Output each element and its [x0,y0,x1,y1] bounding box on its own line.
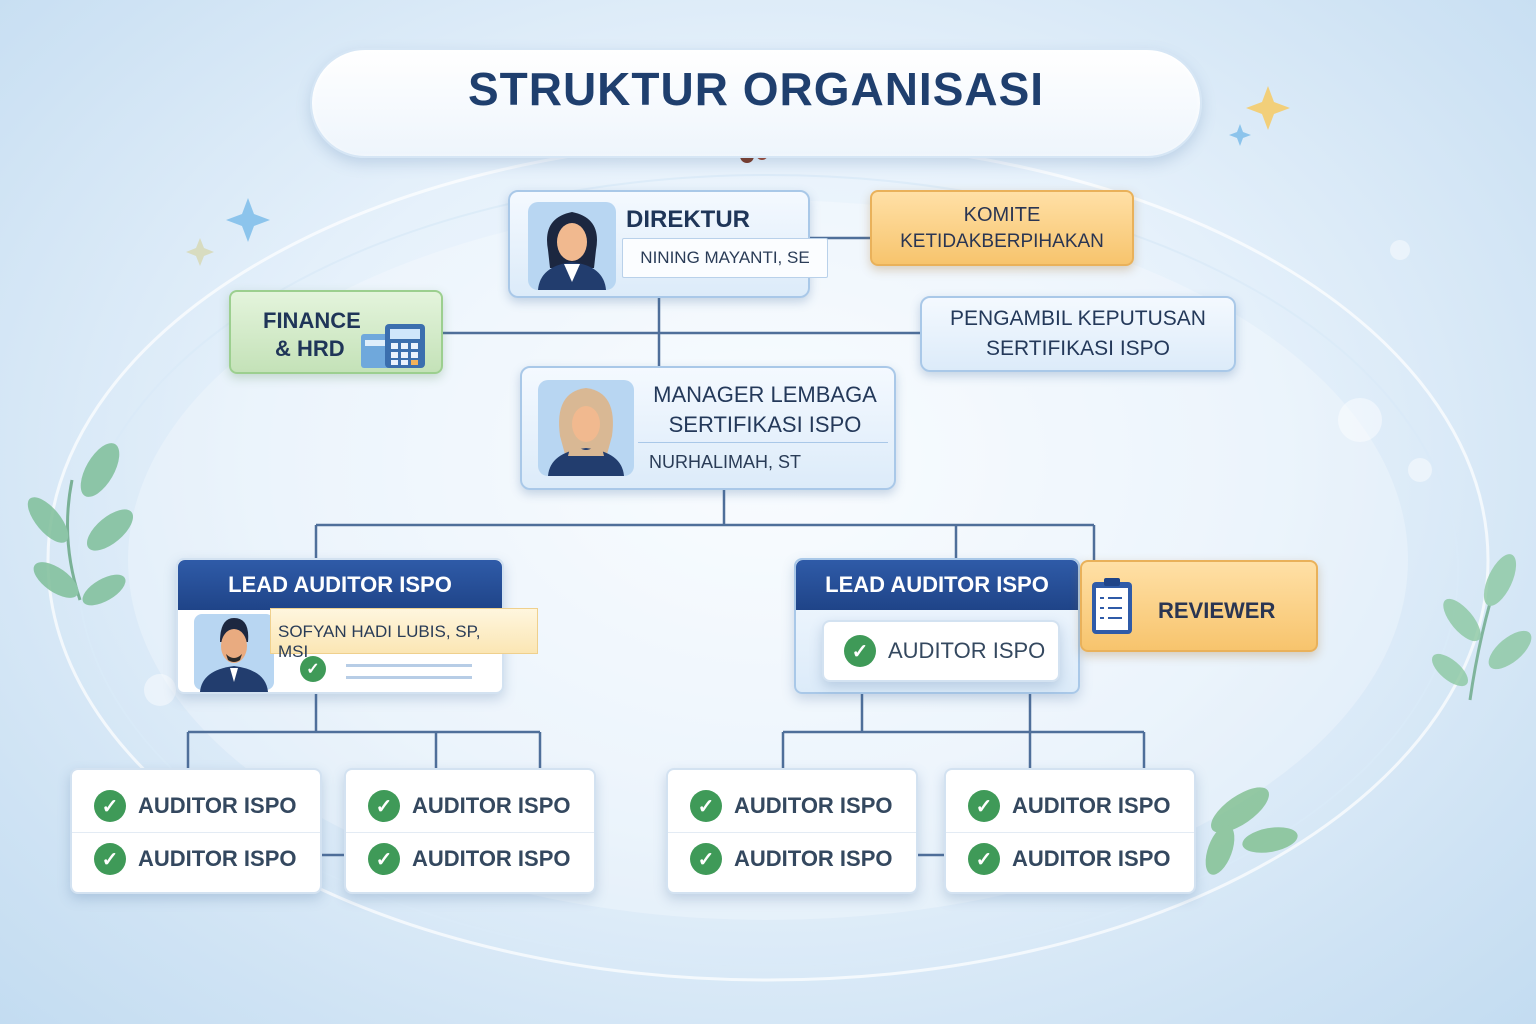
auditor-label: AUDITOR ISPO [412,846,571,871]
pengambil-keputusan-card: PENGAMBIL KEPUTUSAN SERTIFIKASI ISPO [920,296,1236,372]
manager-card: MANAGER LEMBAGA SERTIFIKASI ISPO NURHALI… [520,366,896,490]
list-item: ✓ AUDITOR ISPO [72,832,320,885]
check-icon: ✓ [690,790,722,822]
check-icon: ✓ [968,843,1000,875]
auditor-group-2: ✓ AUDITOR ISPO ✓ AUDITOR ISPO [344,768,596,894]
lead-auditor-right-card: LEAD AUDITOR ISPO ✓ AUDITOR ISPO [794,558,1080,694]
person-avatar-icon [538,380,634,476]
check-icon: ✓ [94,790,126,822]
komite-line1: KOMITE [963,203,1041,226]
check-icon: ✓ [368,790,400,822]
auditor-label: AUDITOR ISPO [734,846,893,871]
auditor-label: AUDITOR ISPO [412,793,571,818]
pengambil-line2: SERTIFIKASI ISPO [986,337,1170,360]
auditor-group-3: ✓ AUDITOR ISPO ✓ AUDITOR ISPO [666,768,918,894]
check-icon: ✓ [844,635,876,667]
clipboard-icon [1092,578,1132,634]
lead-auditor-right-header: LEAD AUDITOR ISPO [796,560,1078,610]
leaf-icon [27,443,134,606]
check-icon: ✓ [300,656,326,682]
reviewer-label: REVIEWER [1158,598,1276,623]
sparkle-icon [226,124,1251,242]
check-icon: ✓ [690,843,722,875]
list-item: ✓ AUDITOR ISPO [72,780,320,832]
lead-auditor-left-name: SOFYAN HADI LUBIS, SP, MSI [278,622,481,661]
finance-card: FINANCE & HRD [229,290,443,374]
person-avatar-icon [528,202,616,290]
list-item: ✓ AUDITOR ISPO [668,780,916,832]
direktur-name: NINING MAYANTI, SE [622,238,828,278]
auditor-label: AUDITOR ISPO [138,846,297,871]
komite-line2: KETIDAKBERPIHAKAN [900,230,1104,252]
lead-auditor-left-header: LEAD AUDITOR ISPO [178,560,502,610]
page-title: STRUKTUR ORGANISASI [467,63,1045,115]
auditor-label: AUDITOR ISPO [1012,793,1171,818]
list-item: ✓ AUDITOR ISPO [346,832,594,885]
lead-auditor-left-card: LEAD AUDITOR ISPO SOFYAN HADI LUBIS, SP,… [176,558,538,694]
check-icon: ✓ [94,843,126,875]
manager-line1: MANAGER LEMBAGA [653,382,877,407]
auditor-group-4: ✓ AUDITOR ISPO ✓ AUDITOR ISPO [944,768,1196,894]
check-icon: ✓ [968,790,1000,822]
finance-line2: & HRD [275,336,345,361]
leaf-icon [1205,787,1298,875]
auditor-label: AUDITOR ISPO [138,793,297,818]
pengambil-line1: PENGAMBIL KEPUTUSAN [950,307,1206,330]
reviewer-card: REVIEWER [1080,560,1318,652]
leaf-icon [1431,554,1532,701]
auditor-label: AUDITOR ISPO [1012,846,1171,871]
manager-divider [638,442,888,443]
sparkle-icon [186,86,1290,266]
check-icon: ✓ [368,843,400,875]
auditor-label: AUDITOR ISPO [734,793,893,818]
placeholder-line [346,676,472,679]
list-item: ✓ AUDITOR ISPO [946,832,1194,885]
list-item: ✓ AUDITOR ISPO [346,780,594,832]
manager-line2: SERTIFIKASI ISPO [668,412,862,437]
calculator-icon [361,324,425,368]
placeholder-line [346,664,472,667]
finance-line1: FINANCE [263,308,361,333]
manager-name: NURHALIMAH, ST [648,452,801,472]
direktur-role: DIREKTUR [626,206,750,233]
list-item: ✓ AUDITOR ISPO [668,832,916,885]
komite-card: KOMITE KETIDAKBERPIHAKAN [870,190,1134,266]
lead-auditor-right-auditor-label: AUDITOR ISPO [888,638,1046,663]
auditor-group-1: ✓ AUDITOR ISPO ✓ AUDITOR ISPO [70,768,322,894]
list-item: ✓ AUDITOR ISPO [946,780,1194,832]
title-banner [310,48,1202,158]
person-avatar-icon [194,614,274,692]
lead-auditor-right-auditor: ✓ AUDITOR ISPO [822,620,1060,682]
lead-auditor-left-name-box [270,608,538,654]
direktur-card: DIREKTUR NINING MAYANTI, SE [508,190,828,298]
